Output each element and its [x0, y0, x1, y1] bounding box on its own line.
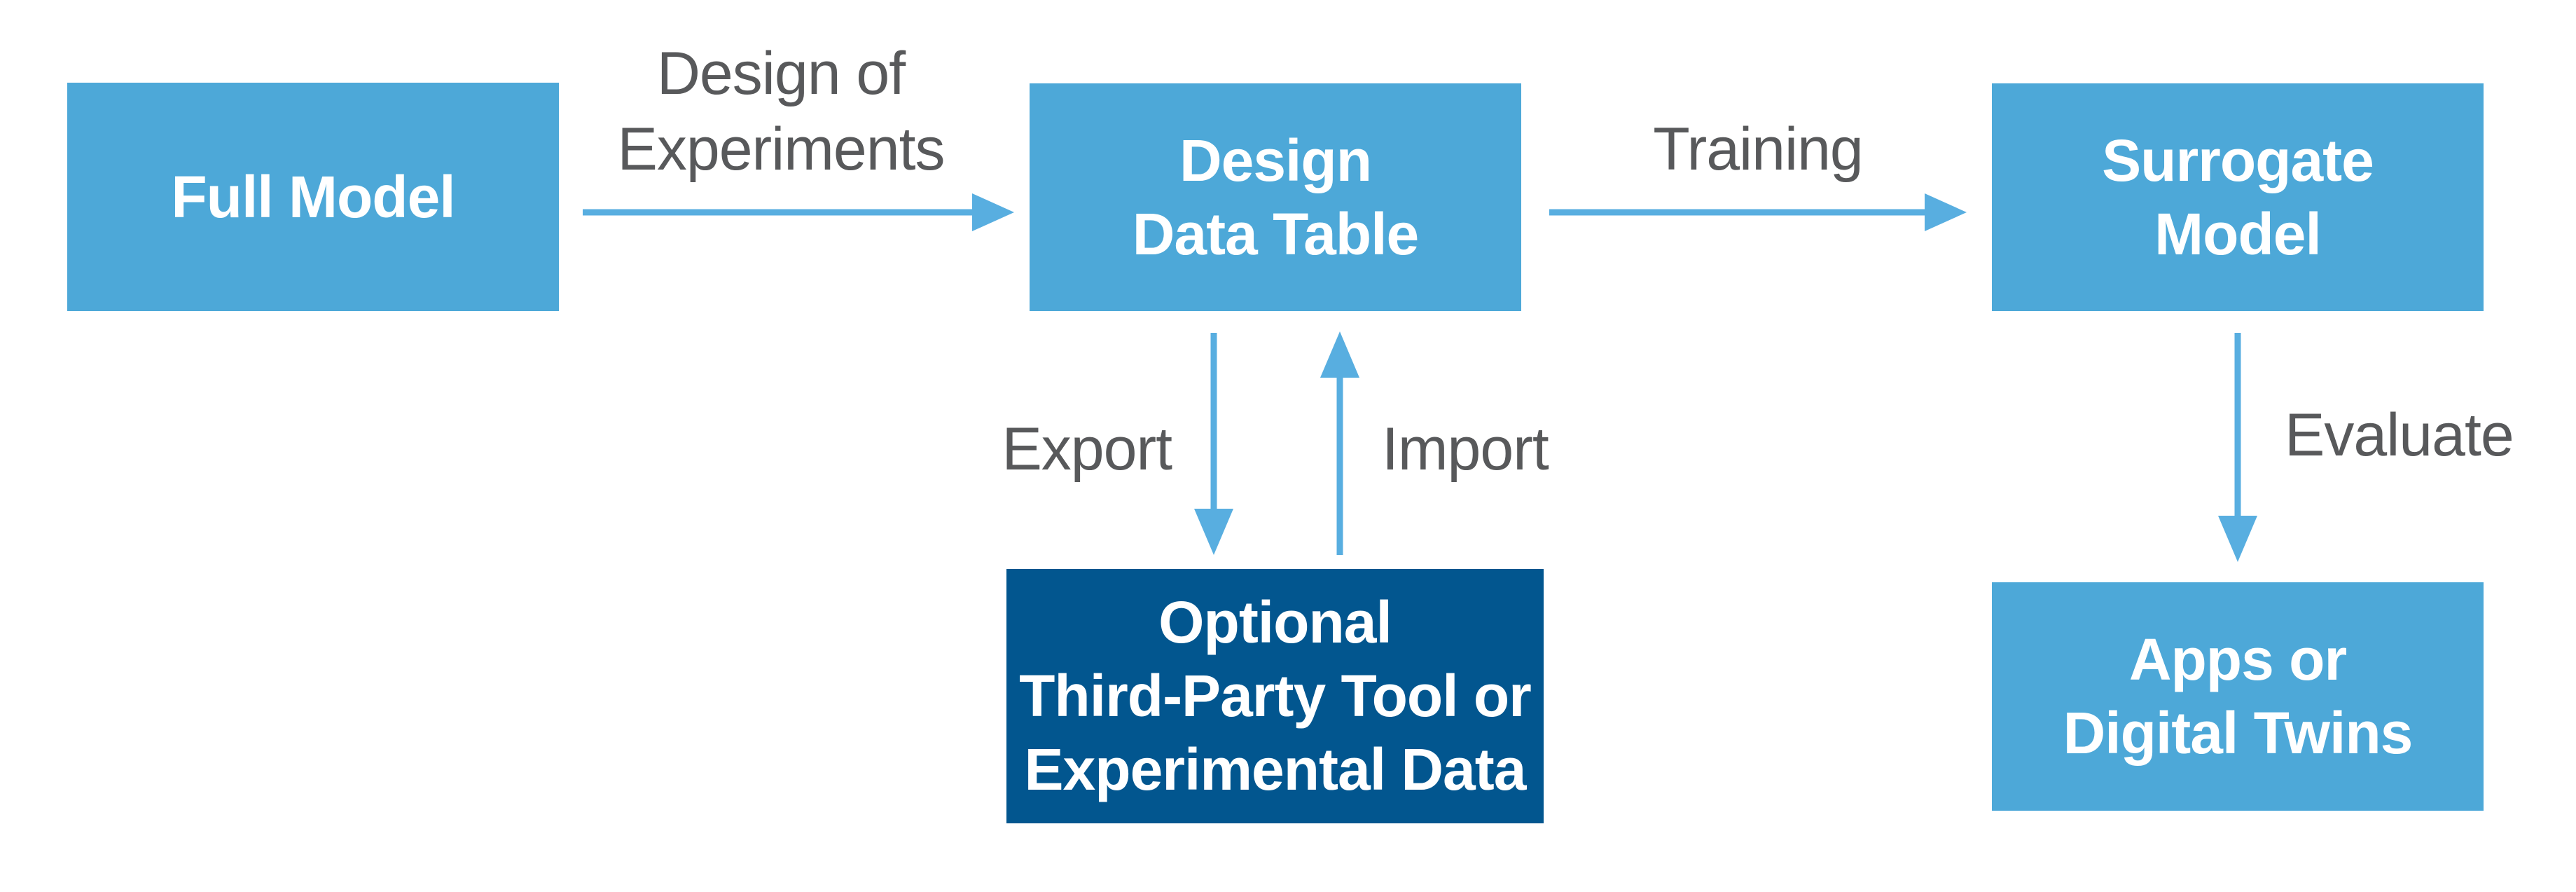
optional-third-party-box: Optional Third-Party Tool or Experimenta… [1006, 569, 1544, 823]
import-label: Import [1382, 416, 1549, 483]
design-of-experiments-label: Design of Experiments [617, 40, 946, 183]
design-data-table-box: Design Data Table [1030, 83, 1521, 311]
export-label: Export [1002, 416, 1172, 483]
doe-arrow [583, 193, 1014, 231]
export-arrow [1194, 333, 1233, 555]
full-model-box: Full Model [67, 83, 559, 311]
training-label: Training [1653, 116, 1864, 183]
import-arrow [1320, 331, 1359, 555]
apps-or-digital-twins-box: Apps or Digital Twins [1992, 582, 2484, 811]
evaluate-label: Evaluate [2285, 402, 2514, 469]
surrogate-model-box: Surrogate Model [1992, 83, 2484, 311]
evaluate-arrow [2218, 333, 2257, 562]
training-arrow [1549, 193, 1967, 231]
